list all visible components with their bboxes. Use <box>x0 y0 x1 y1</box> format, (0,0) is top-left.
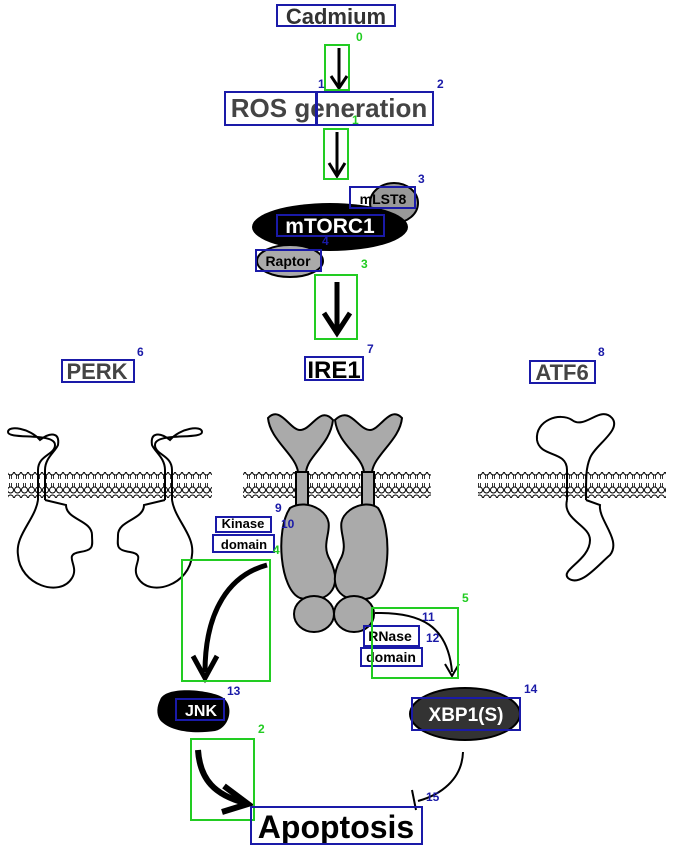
kinase-box-2 <box>212 534 275 553</box>
perk-box <box>61 359 135 383</box>
raptor-label: Raptor <box>265 253 311 269</box>
blue-index-3: 3 <box>418 172 425 186</box>
green-box-0 <box>324 44 350 91</box>
blue-index-14: 14 <box>524 682 538 696</box>
arrow-rnase-to-xbp1 <box>374 611 460 678</box>
cadmium-box <box>276 4 396 27</box>
blue-index-8: 8 <box>598 345 605 359</box>
membrane-perk <box>8 472 212 498</box>
blue-index-10: 10 <box>281 517 295 531</box>
blue-index-2: 2 <box>437 77 444 91</box>
green-index-3: 3 <box>361 257 368 271</box>
arrow-mtorc1-to-ire1 <box>321 282 353 338</box>
green-index-4: 4 <box>273 543 280 557</box>
mtorc1-label: mTORC1 <box>285 215 375 238</box>
kinase-label-line1: Kinase <box>222 516 265 531</box>
green-box-4 <box>181 559 271 682</box>
ros-box-2 <box>315 91 434 126</box>
atf6-protein <box>535 413 616 582</box>
jnk-box <box>175 698 225 721</box>
arrow-kinase-to-jnk <box>190 562 268 684</box>
apoptosis-label: Apoptosis <box>258 809 414 845</box>
green-box-3 <box>314 274 358 340</box>
rnase-box-2 <box>360 647 423 667</box>
ros-generation-label: ROS generation <box>231 93 427 123</box>
green-index-2: 2 <box>258 722 265 736</box>
blue-index-6: 6 <box>137 345 144 359</box>
mlst8-box <box>349 186 416 209</box>
jnk-label: JNK <box>185 703 217 720</box>
blue-index-1: 1 <box>318 77 325 91</box>
blue-index-4: 4 <box>322 234 329 248</box>
blue-index-7: 7 <box>367 342 374 356</box>
blue-index-15: 15 <box>426 790 440 804</box>
blue-index-13: 13 <box>227 684 241 698</box>
apoptosis-box <box>250 806 423 845</box>
arrow-ros-to-mtorc1 <box>327 132 347 179</box>
cadmium-label: Cadmium <box>286 4 386 29</box>
green-box-2 <box>190 738 255 821</box>
ire1-protein <box>266 413 404 633</box>
rnase-label-line2: domain <box>366 649 416 665</box>
blue-index-11: 11 <box>422 610 435 624</box>
green-index-1: 1 <box>352 113 359 127</box>
green-box-1 <box>323 128 349 180</box>
arrow-cadmium-to-ros <box>329 48 349 91</box>
blue-index-12: 12 <box>426 631 440 645</box>
rnase-box-1 <box>363 625 420 647</box>
green-index-0: 0 <box>356 30 363 44</box>
arrow-jnk-to-apoptosis <box>195 749 255 815</box>
perk-protein <box>6 427 204 589</box>
green-box-5 <box>371 607 459 679</box>
xbp1-label: XBP1(S) <box>429 705 504 726</box>
perk-label: PERK <box>66 359 127 384</box>
membrane-ire1 <box>243 472 431 498</box>
atf6-label: ATF6 <box>535 360 588 385</box>
kinase-box-1 <box>215 516 272 533</box>
atf6-box <box>529 360 596 384</box>
blue-index-9: 9 <box>275 501 282 515</box>
kinase-label-line2: domain <box>221 537 267 552</box>
raptor-box <box>255 249 322 272</box>
xbp1-box <box>411 697 521 731</box>
mlst8-label: mLST8 <box>360 191 407 207</box>
rnase-label-line1: RNase <box>368 628 412 644</box>
green-index-5: 5 <box>462 591 469 605</box>
ire1-box <box>304 356 364 381</box>
membrane-atf6 <box>478 472 666 498</box>
mtorc1-box <box>276 214 385 237</box>
